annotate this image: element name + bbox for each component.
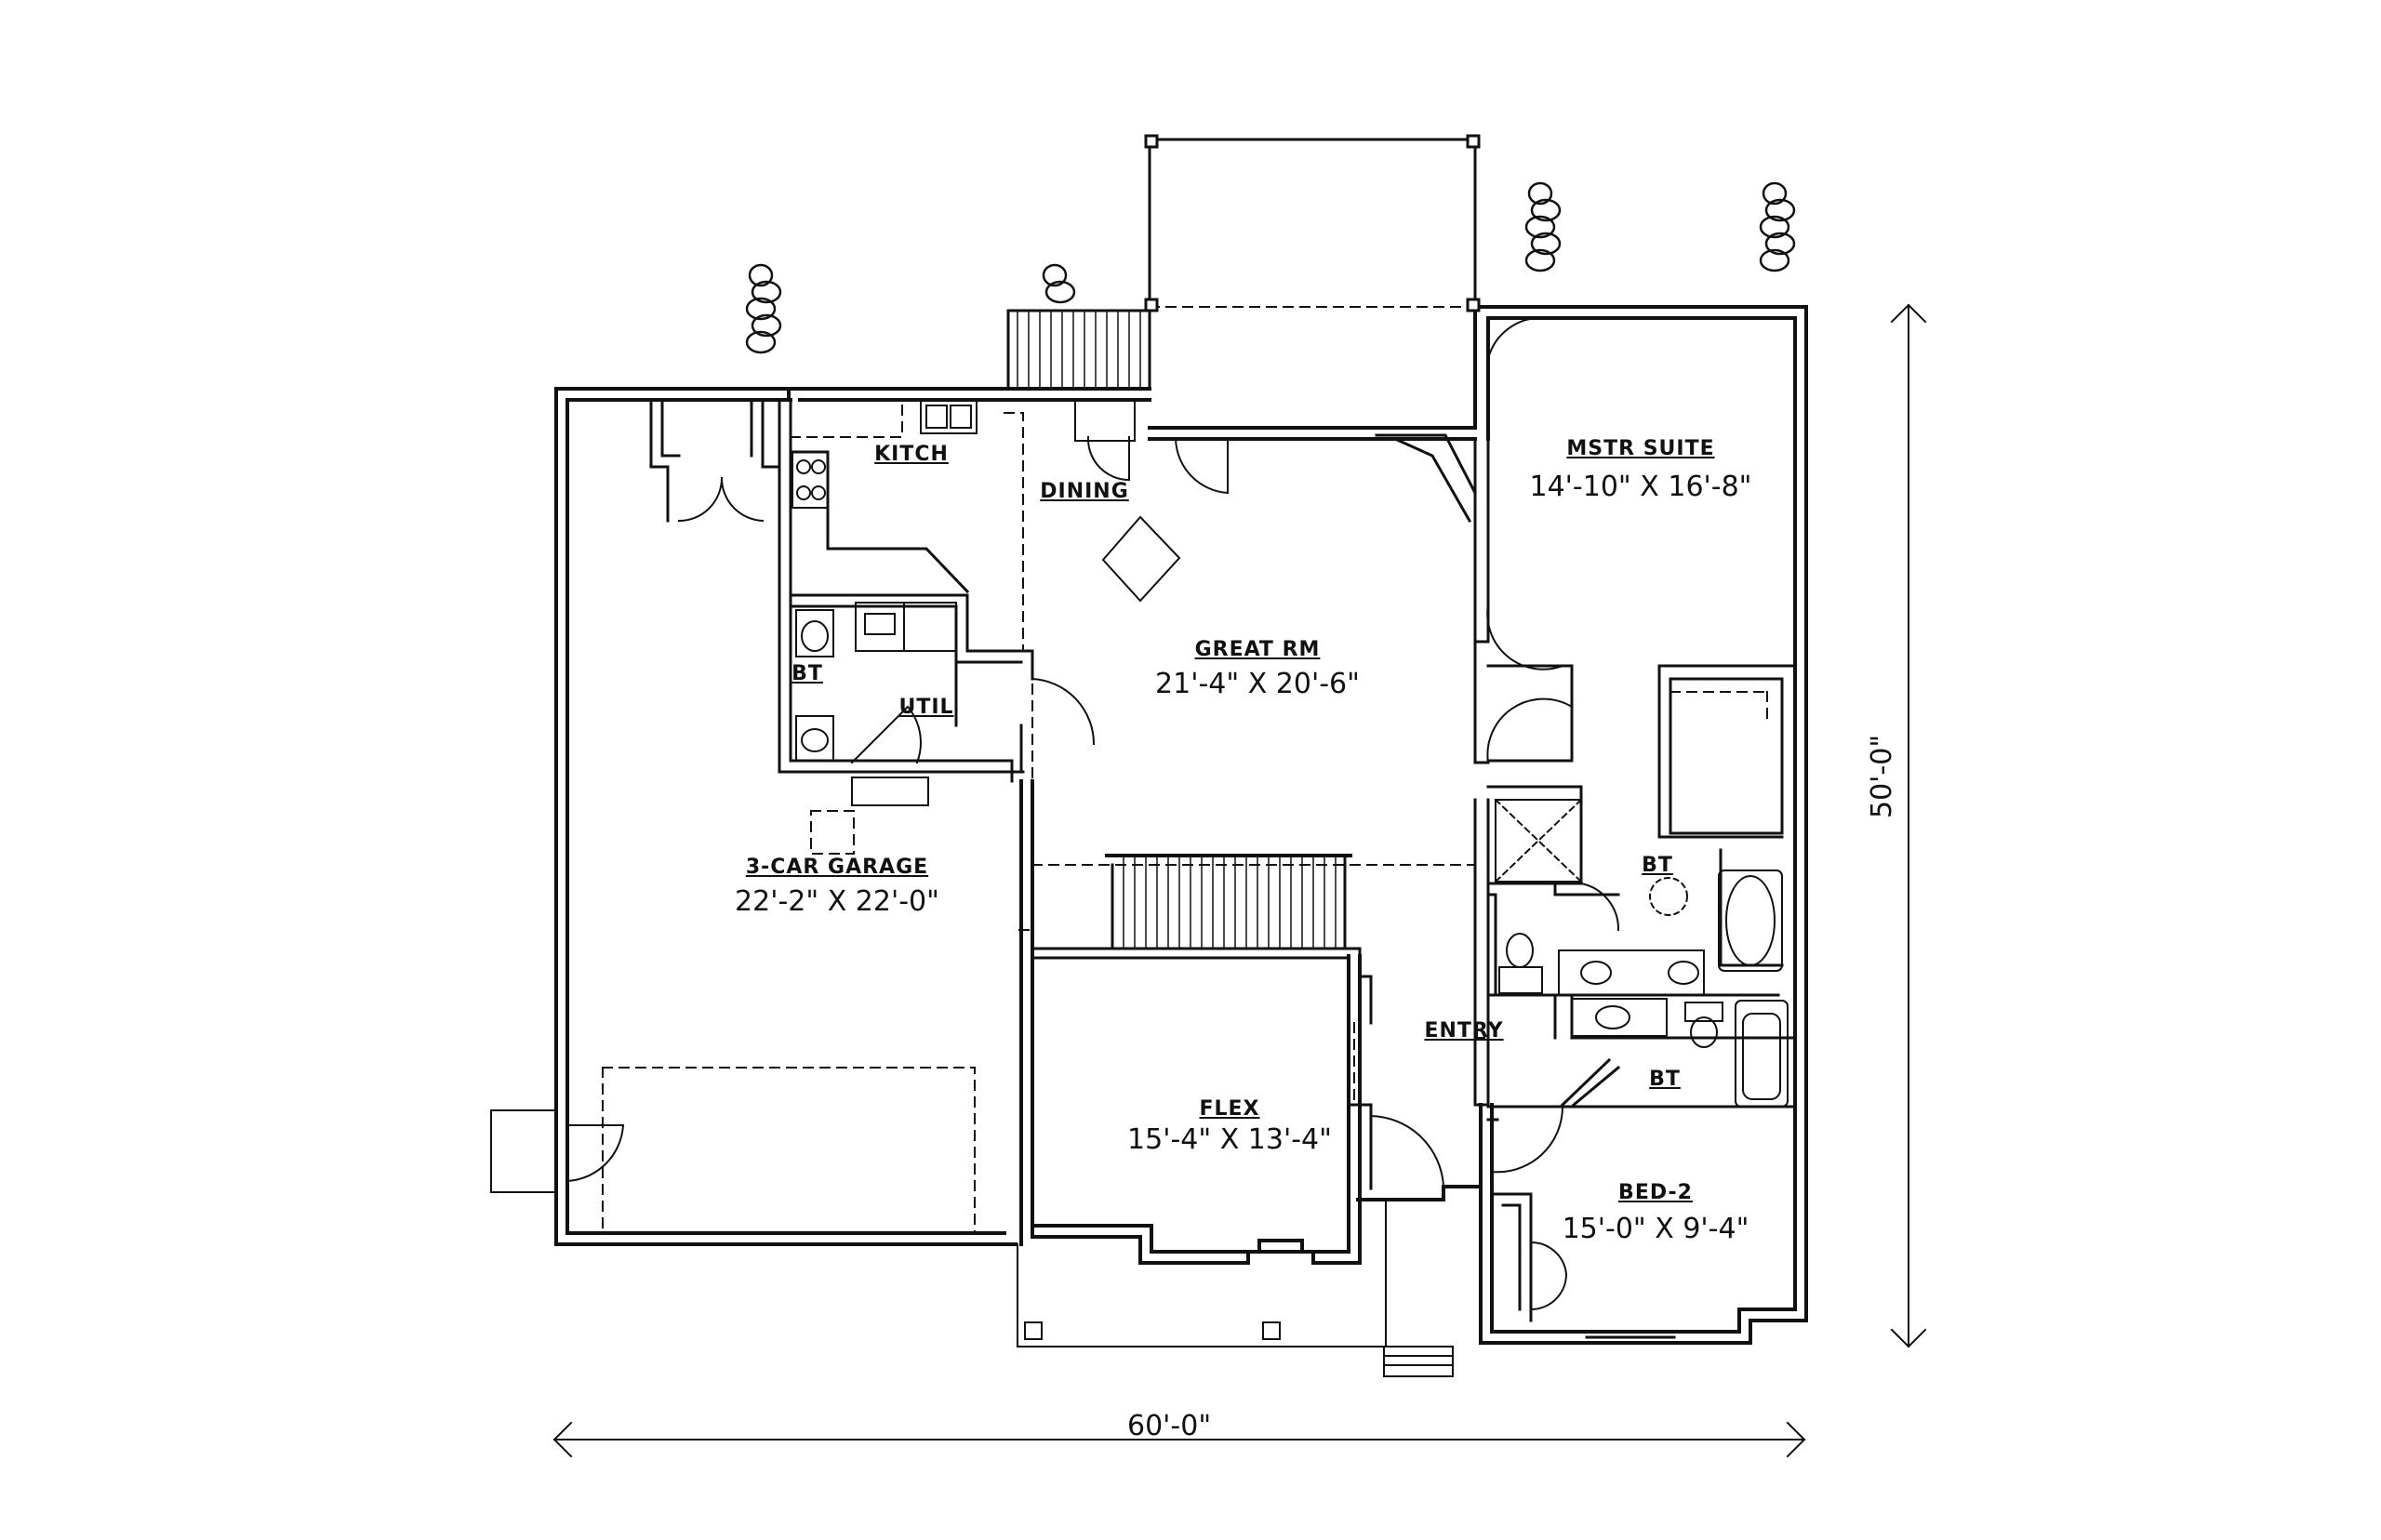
shrub-lobe	[1764, 198, 1796, 222]
room-label-flex: FLEX	[1199, 1097, 1260, 1121]
room-label-utility: UTIL	[898, 696, 954, 719]
shrub-lobe	[1527, 181, 1553, 206]
room-label-bath-left: BT	[791, 662, 823, 685]
exterior-walls	[554, 305, 1808, 1345]
room-label-dining: DINING	[1040, 480, 1129, 503]
interior-stair-treads	[1123, 856, 1337, 948]
fixtures	[791, 399, 1789, 1339]
dimension-width-arrow	[552, 1421, 1806, 1458]
room-label-master-suite: MSTR SUITE	[1566, 437, 1715, 460]
shrub-lobe	[1530, 198, 1562, 222]
shrub-lobe	[1044, 280, 1076, 304]
shrub-icon	[1759, 181, 1796, 272]
room-size-bed2: 15'-0" X 9'-4"	[1562, 1213, 1749, 1245]
room-label-great-room: GREAT RM	[1194, 638, 1321, 661]
shrub-lobe	[1759, 248, 1790, 272]
rear-patio	[1144, 134, 1481, 312]
shrub-icon	[745, 263, 782, 354]
shrub-lobe	[1764, 232, 1796, 256]
front-porch	[1017, 1199, 1454, 1377]
shrub-lobe	[745, 297, 777, 321]
shrub-icon	[1524, 181, 1562, 272]
shrub-lobe	[1524, 248, 1556, 272]
shrub-lobe	[751, 313, 782, 338]
shrub-lobe	[1042, 263, 1068, 287]
rear-deck-stairs	[1006, 309, 1151, 391]
shrub-lobe	[751, 280, 782, 304]
interior-stairs	[1105, 854, 1352, 950]
room-label-bath-master: BT	[1642, 854, 1673, 877]
room-label-entry: ENTRY	[1424, 1019, 1504, 1042]
room-size-flex: 15'-4" X 13'-4"	[1127, 1123, 1332, 1156]
room-label-kitchen: KITCH	[874, 443, 949, 466]
shrub-icon	[1042, 263, 1076, 304]
overall-width-label: 60'-0"	[1127, 1410, 1212, 1442]
room-label-bath-hall: BT	[1649, 1068, 1681, 1091]
rear-stair-treads	[1017, 312, 1141, 388]
shrub-lobe	[1759, 215, 1790, 239]
door-swings	[565, 316, 1620, 1311]
shrub-lobe	[745, 330, 777, 354]
dimension-depth-arrow	[1890, 303, 1927, 1348]
shrub-lobe	[748, 263, 774, 287]
room-label-bed2: BED-2	[1618, 1181, 1693, 1204]
overall-depth-label: 50'-0"	[1866, 734, 1898, 818]
room-size-garage: 22'-2" X 22'-0"	[735, 885, 939, 918]
shrub-lobe	[1524, 215, 1556, 239]
shrub-lobe	[1762, 181, 1788, 206]
shrub-lobe	[1530, 232, 1562, 256]
room-label-garage: 3-CAR GARAGE	[745, 856, 929, 879]
dashed-lines	[602, 306, 1768, 1234]
garage-side-landing	[490, 1109, 557, 1193]
room-size-great-room: 21'-4" X 20'-6"	[1155, 668, 1360, 700]
shrubs	[745, 181, 1796, 354]
room-size-master-suite: 14'-10" X 16'-8"	[1529, 471, 1752, 503]
